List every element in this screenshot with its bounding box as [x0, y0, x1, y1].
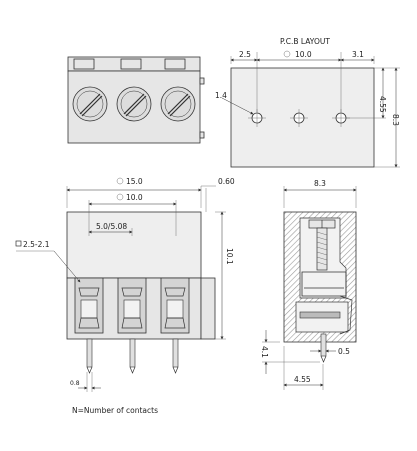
- front-dim-depth: 0.60: [218, 177, 235, 186]
- pin: [86, 338, 93, 374]
- front-dim-width-total: 15.0: [126, 177, 143, 186]
- side-dim-pin-offset: 4.55: [294, 375, 311, 384]
- pcb-dim-height-inner: 4.55: [378, 96, 387, 113]
- front-dim-screw: 2.5-2.1: [23, 240, 50, 249]
- front-dim-pin-width: 0.8: [70, 380, 80, 387]
- screw-head: [72, 86, 108, 122]
- pcb-dim-hole: 1.4: [215, 91, 227, 100]
- terminal-opening: [160, 277, 190, 334]
- front-dim-pitch: 5.0/5.08: [96, 222, 127, 231]
- top-view: [67, 56, 205, 144]
- pcb-dim-right: 3.1: [352, 50, 364, 59]
- screw: [308, 219, 336, 271]
- front-dim-width-pin: 10.0: [126, 193, 143, 202]
- pin: [129, 338, 136, 374]
- side-dim-pin-length: 4.1: [260, 346, 269, 358]
- front-view: 15.0 10.0 5.0/5.08 0.60 10.1 2.5-2.1 0.8…: [15, 177, 235, 415]
- pcb-dim-height-outer: 8.3: [391, 114, 400, 126]
- pin: [172, 338, 179, 374]
- screw-head: [160, 86, 196, 122]
- front-dim-height: 10.1: [225, 248, 234, 265]
- side-view: 8.3 4.1 0.5 4.55: [260, 179, 357, 390]
- pcb-dim-left: 2.5: [239, 50, 251, 59]
- screw-head: [116, 86, 152, 122]
- terminal-opening: [74, 277, 104, 334]
- side-dim-pin-thickness: 0.5: [338, 347, 350, 356]
- pcb-layout-title: P.C.B LAYOUT: [280, 37, 330, 46]
- footnote: N=Number of contacts: [72, 406, 158, 415]
- terminal-opening: [117, 277, 147, 334]
- pcb-layout: P.C.B LAYOUT 2.5 10.0 3.1 1.4 4.55: [215, 37, 400, 168]
- side-dim-width: 8.3: [314, 179, 326, 188]
- pcb-dim-pitch: 10.0: [295, 50, 312, 59]
